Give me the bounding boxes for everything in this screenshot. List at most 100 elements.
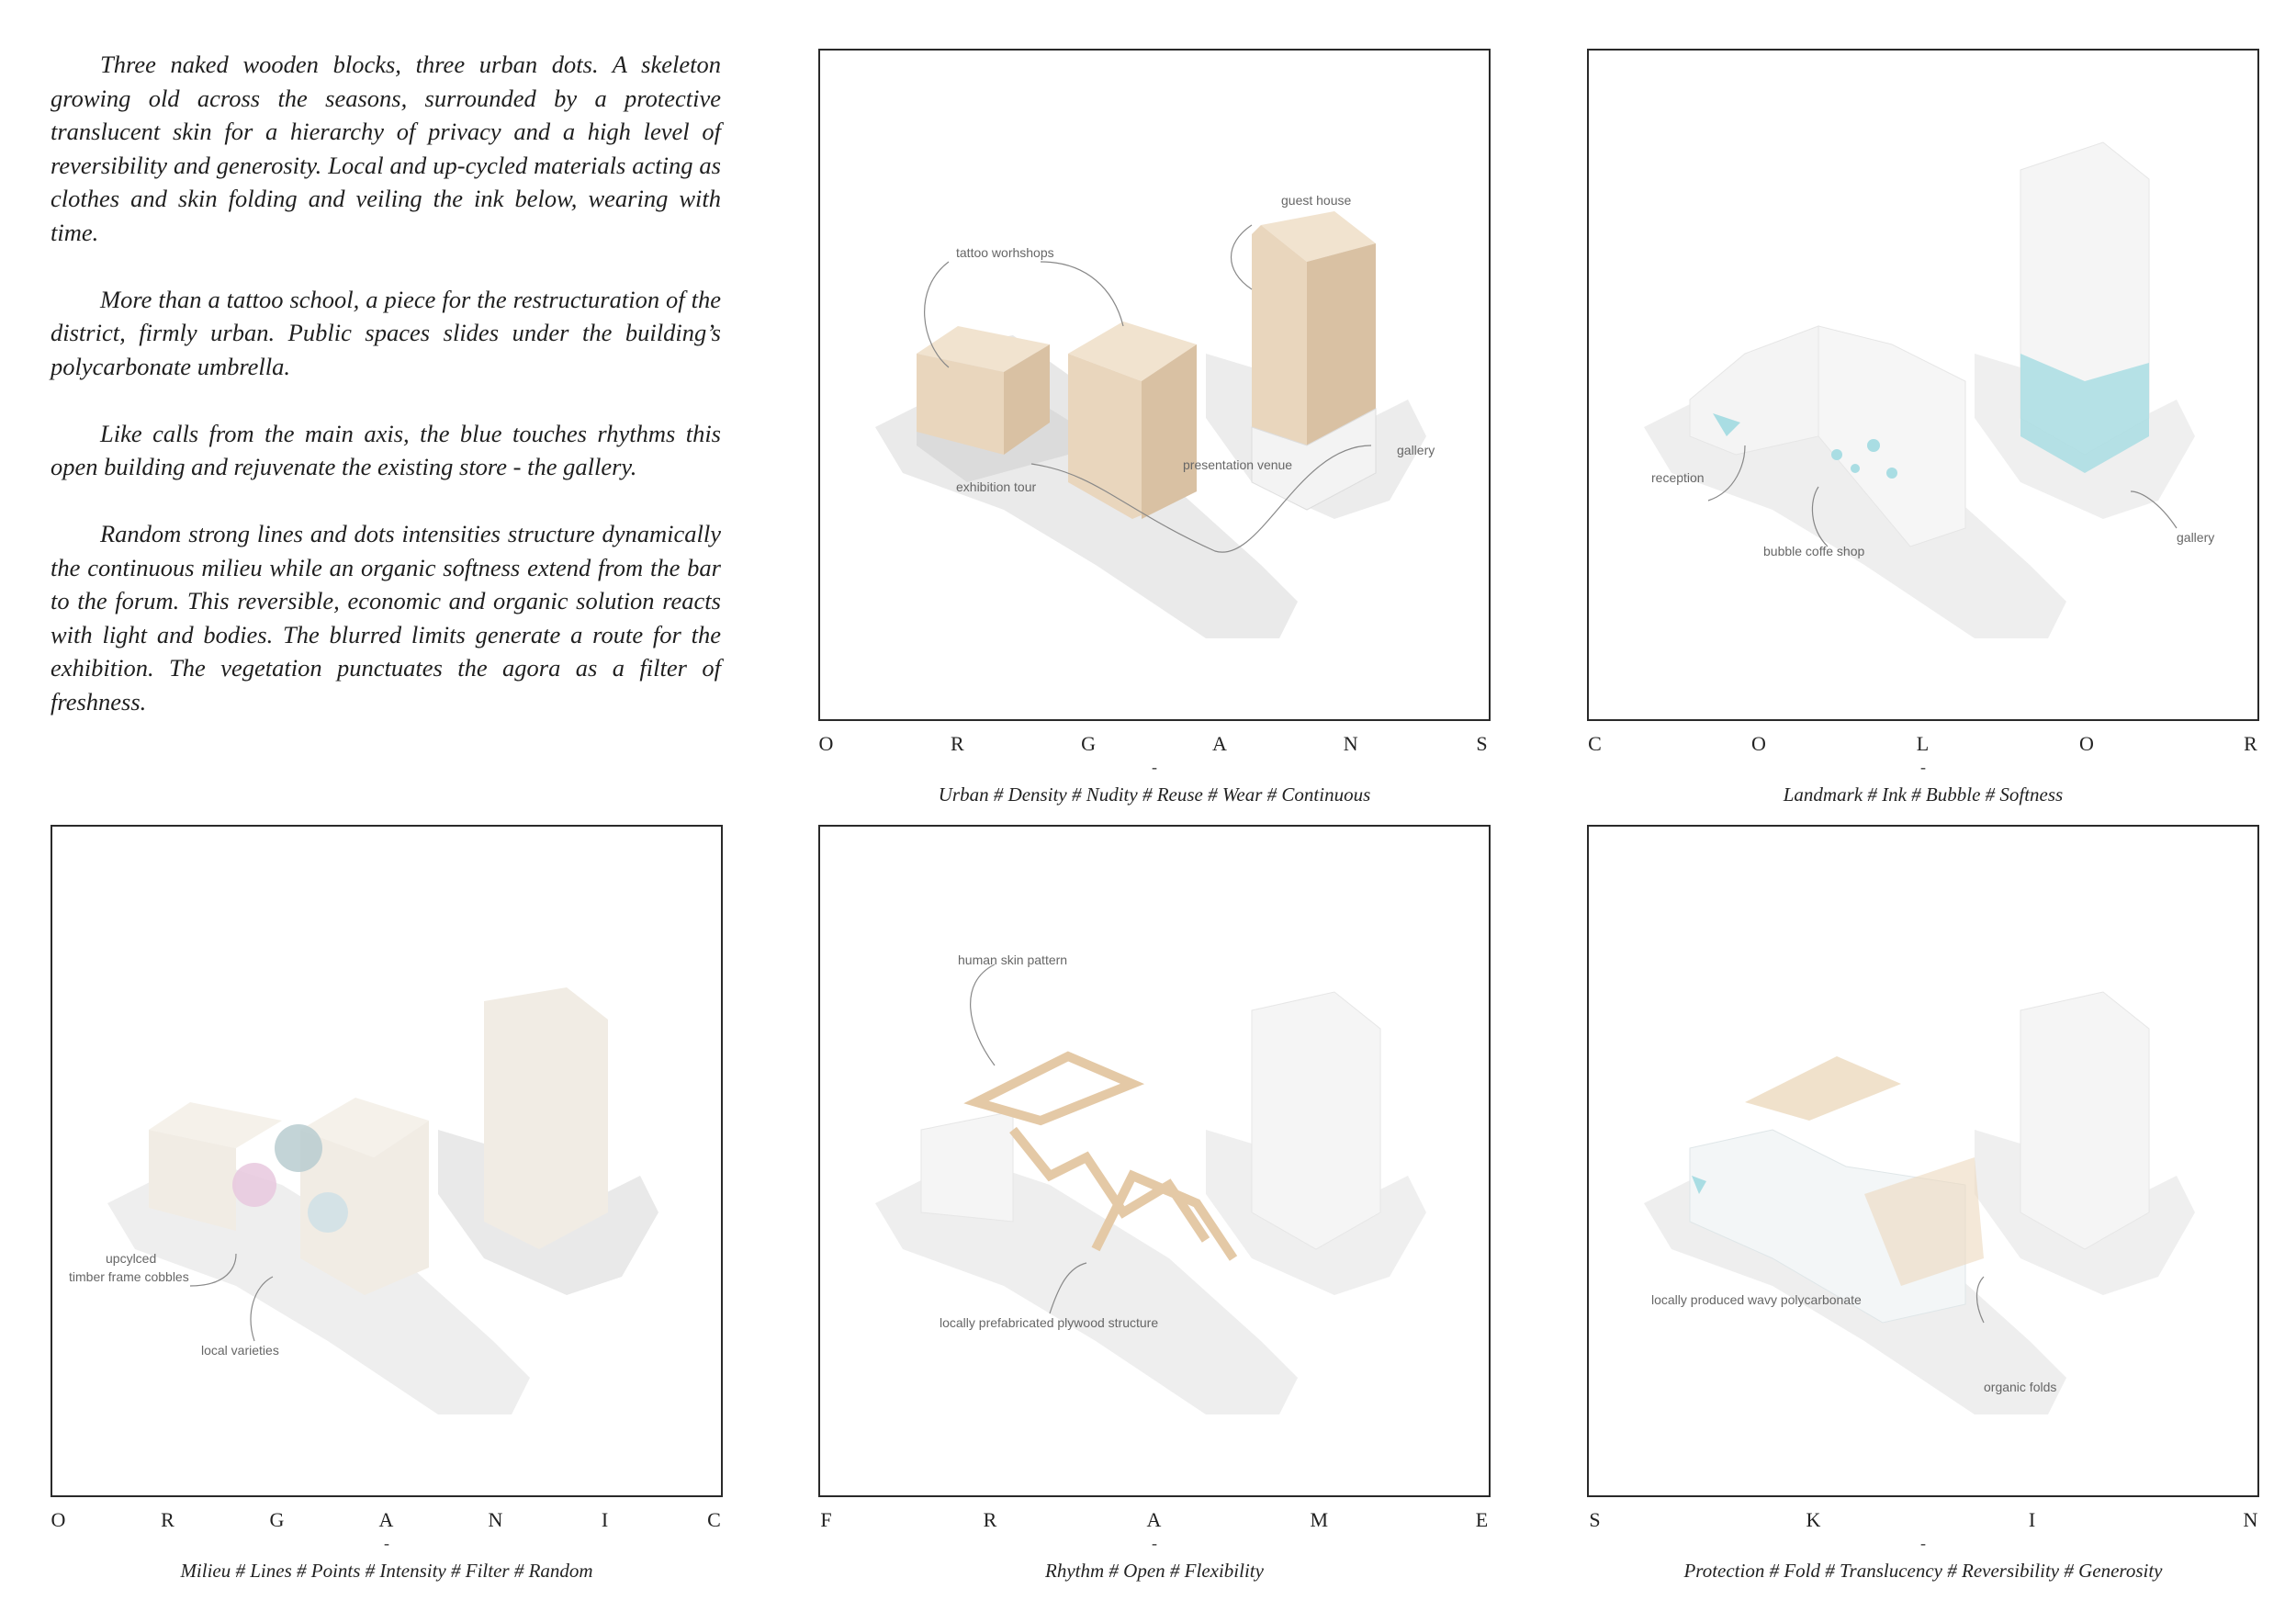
ghost-block (1689, 325, 1819, 456)
ghost-block-top (300, 1098, 429, 1157)
blue-bubble (1831, 449, 1842, 460)
title-dash: - (1920, 758, 1926, 776)
title-letter: R (2244, 732, 2258, 755)
diagram-frame: upcylced timber frame cobbles local vari… (51, 825, 723, 1497)
label-guest-house: guest house (1281, 193, 1351, 208)
intro-text: Three naked wooden blocks, three urban d… (51, 48, 721, 752)
annotation-arrow (250, 1276, 274, 1342)
title-letter: C (1588, 732, 1603, 755)
title-letter: G (269, 1508, 286, 1531)
label-local-varieties: local varieties (201, 1343, 279, 1358)
title-letter: N (2243, 1508, 2259, 1531)
annotation-arrow (1040, 261, 1124, 327)
axonometric-diagram: reception bubble coffe shop gallery (1644, 141, 2214, 638)
intro-paragraph: Three naked wooden blocks, three urban d… (51, 51, 721, 246)
label-plywood-structure: locally prefabricated plywood structure (940, 1315, 1158, 1330)
annotation-arrow (1707, 445, 1746, 502)
ghost-block-face (300, 1121, 429, 1295)
title-letter: N (1343, 732, 1359, 755)
label-gallery: gallery (1397, 443, 1435, 457)
title-letter: R (983, 1508, 998, 1531)
wood-block-face (917, 354, 1004, 455)
axonometric-diagram: upcylced timber frame cobbles local vari… (69, 987, 658, 1414)
panel-keywords: Protection # Fold # Translucency # Rever… (1683, 1560, 2163, 1582)
wood-block-top (1068, 321, 1197, 381)
wood-block-top (1261, 211, 1376, 262)
title-letters: C O L O R (1587, 732, 2259, 760)
title-letter: A (378, 1508, 395, 1531)
annotation-arrow (1811, 486, 1829, 547)
ghost-block (1818, 325, 1966, 547)
title-letter: A (1146, 1508, 1163, 1531)
tree-canopy (308, 1192, 348, 1233)
title-dash: - (384, 1534, 389, 1552)
label-organic-folds: organic folds (1984, 1380, 2056, 1394)
diagram-frame: reception bubble coffe shop gallery (1587, 49, 2259, 721)
blue-bubble (1851, 464, 1860, 473)
title-letters: O R G A N I C (51, 1508, 723, 1536)
intro-paragraph: Like calls from the main axis, the blue … (51, 419, 721, 481)
intro-paragraph: Random strong lines and dots intensities… (51, 520, 721, 716)
intro-paragraph: More than a tattoo school, a piece for t… (51, 285, 721, 380)
title-letter: O (51, 1508, 67, 1531)
existing-store (1251, 408, 1377, 511)
title-letter: G (1081, 732, 1097, 755)
annotation-arrow (1975, 1276, 1985, 1324)
title-letter: O (818, 732, 835, 755)
title-letter: I (601, 1508, 610, 1531)
ghost-block (920, 1110, 1014, 1223)
wood-block-face (1252, 225, 1307, 445)
annotation-arrow (924, 261, 950, 368)
plywood-frame (1864, 1157, 1984, 1286)
ghost-block (1251, 991, 1381, 1250)
title-letter: A (1211, 732, 1228, 755)
label-tattoo-workshops: tattoo worhshops (956, 245, 1054, 260)
ghost-block (2020, 991, 2150, 1250)
title-letter: C (707, 1508, 722, 1531)
title-letter: L (1916, 732, 1930, 755)
title-letters: S K I N (1587, 1508, 2259, 1536)
wood-block-side (1307, 243, 1376, 445)
diagram-frame: tattoo worhshops guest house exhibition … (818, 49, 1491, 721)
blue-bubble (1886, 468, 1897, 479)
plywood-frame (963, 1051, 1145, 1126)
label-gallery: gallery (2177, 530, 2214, 545)
title-letter: M (1310, 1508, 1330, 1531)
title-letter: E (1475, 1508, 1490, 1531)
ghost-block (484, 987, 608, 1249)
label-reception: reception (1651, 470, 1705, 485)
title-dash: - (1920, 1534, 1926, 1552)
annotation-arrow (189, 1253, 237, 1287)
title-letter: R (161, 1508, 175, 1531)
title-letter: O (1751, 732, 1767, 755)
plywood-frame (1745, 1056, 1901, 1121)
plywood-frame (1091, 1169, 1238, 1261)
axonometric-diagram: locally produced wavy polycarbonate orga… (1644, 991, 2195, 1414)
label-upcycled: upcylced (106, 1251, 156, 1266)
blue-accent (2020, 354, 2149, 473)
diagram-frame: human skin pattern locally prefabricated… (818, 825, 1491, 1497)
ghost-block-face (149, 1130, 236, 1231)
title-letter: N (488, 1508, 504, 1531)
title-dash: - (1152, 1534, 1157, 1552)
ground-plinth (875, 1157, 1298, 1414)
title-letter: S (1476, 732, 1489, 755)
label-exhibition-tour: exhibition tour (956, 479, 1037, 494)
label-bubble-coffee-shop: bubble coffe shop (1763, 544, 1864, 558)
title-letter: K (1806, 1508, 1822, 1531)
ghost-block-top (149, 1102, 282, 1148)
title-letter: O (2079, 732, 2095, 755)
wood-block-side (1142, 344, 1197, 519)
diagram-frame: locally produced wavy polycarbonate orga… (1587, 825, 2259, 1497)
panel-keywords: Landmark # Ink # Bubble # Softness (1783, 783, 2064, 806)
annotation-arrow (2130, 490, 2178, 529)
wood-block-top (917, 326, 1050, 372)
label-presentation-venue: presentation venue (1183, 457, 1292, 472)
title-letter: F (820, 1508, 833, 1531)
title-letter: S (1589, 1508, 1602, 1531)
tree-canopy (232, 1163, 276, 1207)
blue-accent (1692, 1176, 1706, 1194)
label-human-skin-pattern: human skin pattern (958, 952, 1067, 967)
title-letters: F R A M E (818, 1508, 1491, 1536)
title-dash: - (1152, 758, 1157, 776)
